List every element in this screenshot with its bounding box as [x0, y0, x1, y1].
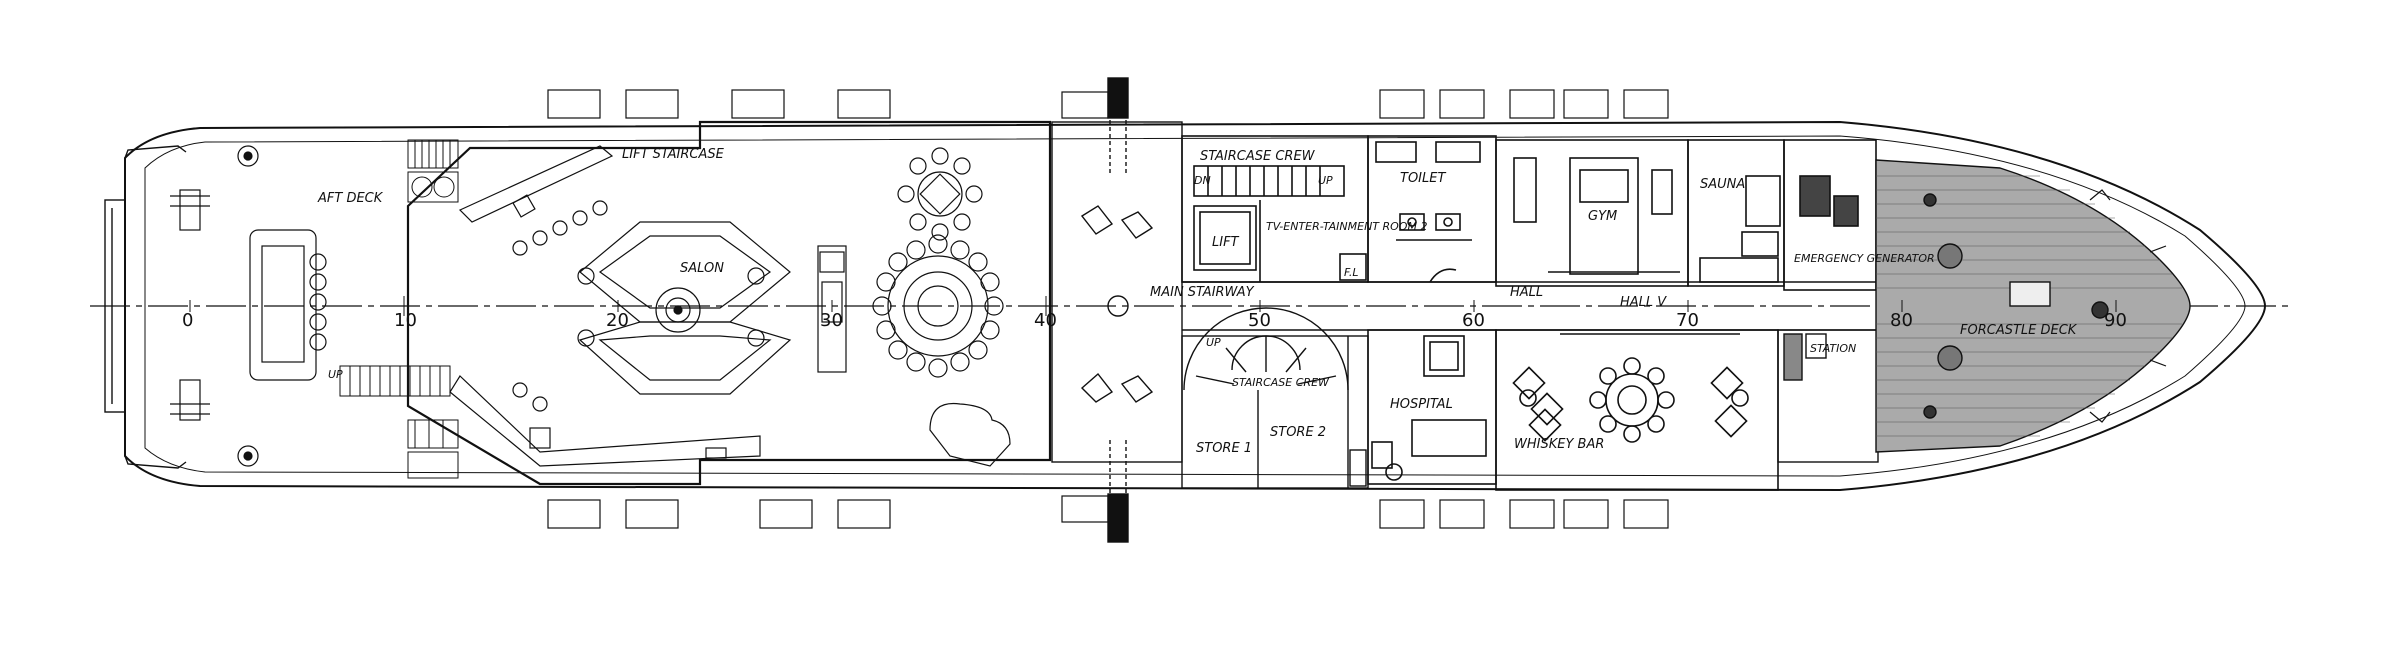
frame-number-80: 80 [1890, 310, 1913, 331]
frame-number-0: 0 [182, 310, 193, 331]
stern-stair-upper [407, 139, 459, 203]
label-tv-room: TV-ENTER-TAINMENT ROOM 2 [1266, 220, 1427, 233]
hull-outline [124, 120, 2267, 492]
label-whiskey-bar: WHISKEY BAR [1514, 437, 1604, 452]
label-dn: DN [1194, 174, 1211, 187]
label-salon: SALON [680, 261, 724, 276]
label-hall: HALL [1510, 285, 1543, 300]
label-main-stairway: MAIN STAIRWAY [1150, 285, 1255, 300]
side-boxes-lower [547, 495, 1669, 529]
swim-platform [104, 145, 187, 469]
label-store-2: STORE 2 [1270, 425, 1326, 440]
frame-number-10: 10 [394, 310, 417, 331]
label-up-lower: UP [1206, 336, 1221, 349]
salon-outline [406, 120, 1052, 486]
label-hall-v: HALL V [1620, 295, 1667, 310]
dining-table-small [897, 147, 983, 241]
frame-number-30: 30 [820, 310, 843, 331]
forecastle-deck [1875, 159, 2191, 453]
toilet-block [1367, 135, 1497, 283]
frame-number-50: 50 [1248, 310, 1271, 331]
label-forecastle-deck: FORCASTLE DECK [1960, 323, 2078, 338]
frame-ticks [189, 296, 2117, 316]
frame-number-40: 40 [1034, 310, 1057, 331]
sauna-block [1687, 139, 1877, 291]
bulwark-line [144, 135, 2246, 477]
frame-number-90: 90 [2104, 310, 2127, 331]
frame-number-labels: 0 10 20 30 40 50 60 70 80 90 [182, 310, 2127, 331]
label-hospital: HOSPITAL [1390, 397, 1453, 412]
label-lift: LIFT [1212, 235, 1240, 250]
label-fl: F.L [1344, 266, 1359, 279]
label-staircase-crew-lower: STAIRCASE CREW [1232, 376, 1330, 389]
salon-furniture [449, 145, 847, 467]
corridor-walls [1182, 281, 1876, 331]
stern-stair-lower [339, 365, 459, 479]
side-boxes-upper [547, 89, 1669, 119]
label-staircase-crew: STAIRCASE CREW [1200, 149, 1316, 164]
frame-number-20: 20 [606, 310, 629, 331]
frame-number-70: 70 [1676, 310, 1699, 331]
crew-block [1181, 135, 1369, 283]
label-toilet: TOILET [1400, 171, 1446, 186]
label-up: UP [1318, 174, 1333, 187]
aft-deck-features [170, 145, 327, 467]
label-aft-deck: AFT DECK [317, 191, 384, 206]
label-gym: GYM [1588, 209, 1617, 224]
grand-piano [929, 402, 1011, 467]
label-emergency-generator: EMERGENCY GENERATOR [1794, 252, 1935, 265]
label-sauna: SAUNA [1700, 177, 1745, 192]
spiral-staircase [1181, 307, 1369, 489]
label-station: STATION [1810, 342, 1856, 355]
lobby-area [1051, 77, 1183, 543]
label-store-1: STORE 1 [1196, 441, 1252, 456]
bow-mooring [2089, 189, 2167, 423]
dining-table-main [872, 234, 1004, 378]
frame-number-60: 60 [1462, 310, 1485, 331]
whiskey-bar-block [1495, 329, 1779, 491]
label-lift-staircase: LIFT STAIRCASE [622, 147, 725, 162]
label-up-aft: UP [328, 368, 343, 381]
room-labels: AFT DECK SALON LIFT STAIRCASE STAIRCASE … [317, 147, 2078, 456]
